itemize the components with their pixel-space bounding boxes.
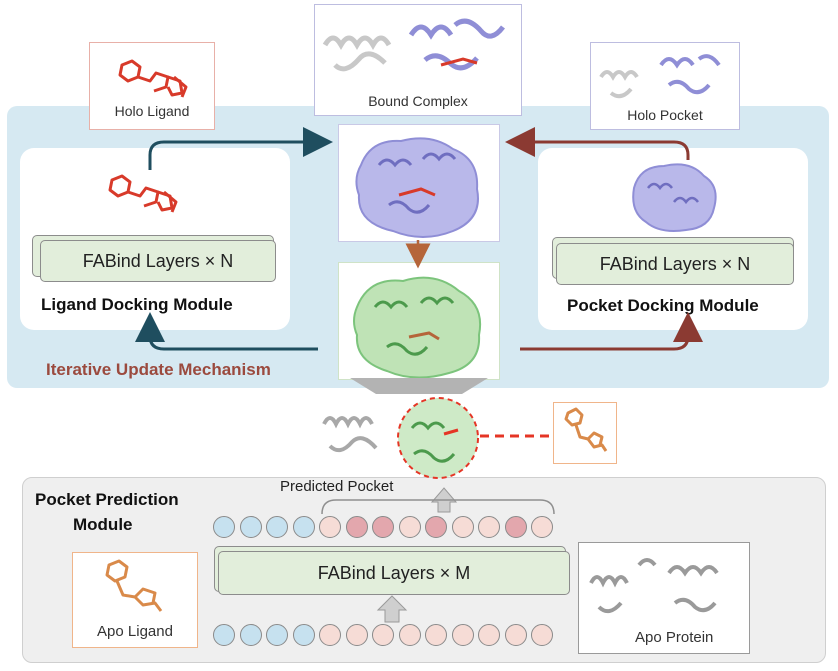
predicted-complex-image — [338, 262, 500, 380]
pocket-docking-module-label: Pocket Docking Module — [567, 296, 759, 315]
iterative-update-label: Iterative Update Mechanism — [46, 360, 271, 379]
holo-pocket-label: Holo Pocket — [627, 107, 703, 123]
holo-ligand-molecule-icon — [118, 59, 188, 98]
funnel-shape — [350, 378, 488, 394]
bound-complex-label: Bound Complex — [368, 93, 468, 109]
ligand-molecule-icon — [108, 174, 178, 213]
protein-token — [478, 624, 500, 646]
holo-ligand-label: Holo Ligand — [114, 103, 190, 119]
protein-token — [319, 624, 341, 646]
predicted-pocket-label: Predicted Pocket — [280, 478, 394, 495]
apo-ligand-molecule-icon — [105, 559, 163, 612]
holo-ligand-thumb: Holo Ligand — [89, 42, 215, 130]
pocket-token — [372, 516, 394, 538]
green-surface-icon — [353, 276, 481, 379]
complex-to-pocket-arrow — [520, 312, 703, 351]
bound-complex-thumb: Bound Complex — [314, 4, 522, 116]
apo-ligand-thumb: Apo Ligand — [72, 552, 198, 648]
ligand-docking-module-label: Ligand Docking Module — [41, 295, 233, 314]
holo-pocket-surface-icon — [632, 163, 717, 232]
predicted-protein-icon — [322, 397, 479, 479]
docked-complex-image — [338, 124, 500, 242]
protein-token — [531, 624, 553, 646]
predicted-ligand-thumb — [553, 402, 617, 464]
protein-token — [451, 516, 474, 538]
protein-token — [319, 516, 341, 538]
ligand-layers-block: FABind Layers × N — [40, 240, 276, 282]
top-token-row — [213, 514, 563, 540]
protein-token — [451, 624, 474, 646]
bottom-layers-label: FABind Layers × M — [317, 562, 471, 583]
ligand-token — [213, 516, 235, 538]
pocket-token — [504, 516, 527, 538]
bound-complex-structure-icon — [322, 18, 505, 72]
protein-token — [425, 624, 447, 646]
pocket-layers-block: FABind Layers × N — [556, 243, 794, 285]
purple-surface-icon — [355, 137, 479, 238]
protein-token — [345, 624, 368, 646]
apo-ligand-label: Apo Ligand — [97, 623, 173, 640]
pocket-layers-label: FABind Layers × N — [599, 253, 751, 274]
bottom-token-row — [213, 622, 563, 648]
protein-token — [372, 624, 394, 646]
ligand-layers-label: FABind Layers × N — [82, 250, 234, 271]
pocket-token — [345, 516, 368, 538]
protein-token — [531, 516, 553, 538]
protein-token — [504, 624, 527, 646]
holo-pocket-thumb: Holo Pocket — [590, 42, 740, 130]
bottom-layers-block: FABind Layers × M — [218, 551, 570, 595]
ligand-token — [292, 624, 315, 646]
ligand-token — [266, 624, 288, 646]
ligand-token — [266, 516, 288, 538]
protein-token — [398, 516, 421, 538]
ligand-token — [292, 516, 315, 538]
apo-protein-structure-icon — [589, 558, 719, 614]
protein-token — [478, 516, 500, 538]
protein-token — [398, 624, 421, 646]
ligand-token — [239, 624, 262, 646]
apo-protein-label: Apo Protein — [635, 629, 714, 646]
ligand-token — [239, 516, 262, 538]
predicted-ligand-molecule-icon — [564, 407, 608, 452]
holo-pocket-structure-icon — [599, 54, 721, 99]
complex-to-ligand-arrow — [135, 312, 318, 351]
pocket-prediction-label-line1: Pocket Prediction — [35, 490, 179, 509]
pocket-to-complex-arrow — [505, 127, 690, 160]
pocket-token — [425, 516, 447, 538]
pocket-prediction-label-line2: Module — [73, 515, 133, 534]
apo-protein-thumb: Apo Protein — [578, 542, 750, 654]
ligand-to-complex-arrow — [148, 127, 333, 170]
ligand-token — [213, 624, 235, 646]
